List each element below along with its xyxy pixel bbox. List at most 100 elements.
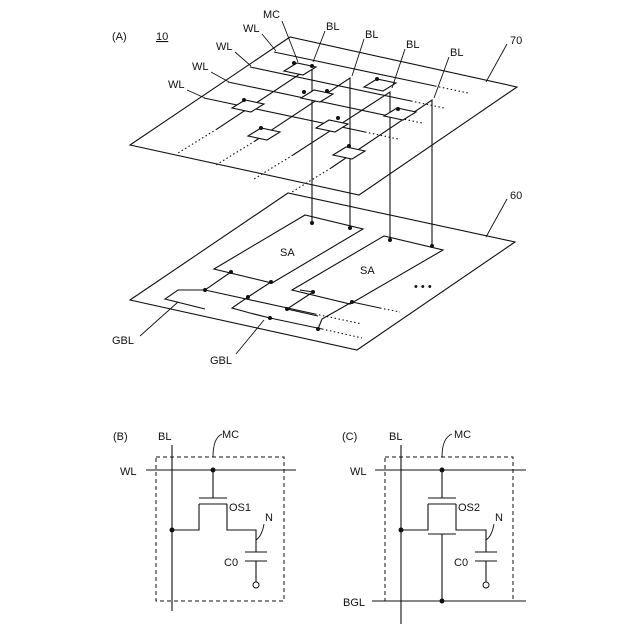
- junction-node: [229, 270, 233, 274]
- panel-a-label: (A): [112, 31, 127, 43]
- bl-label: BL: [450, 47, 463, 59]
- bit-line-continuation: [216, 141, 255, 165]
- panel-c: (C) BL MC WL OS2 N C0 BGL: [342, 429, 526, 624]
- memory-cell: [248, 128, 280, 140]
- junction-node: [350, 300, 354, 304]
- device-ref: 10: [156, 31, 168, 43]
- capacitor-label: C0: [454, 557, 468, 569]
- node-leader: [256, 524, 264, 540]
- global-bit-line: [165, 272, 231, 309]
- transistor-label: OS1: [229, 502, 251, 514]
- panel-c-label: (C): [342, 431, 357, 443]
- wl-leader: [211, 72, 229, 82]
- junction-node: [440, 599, 445, 604]
- word-line-continuation: [411, 101, 444, 108]
- capacitor-label: C0: [224, 557, 238, 569]
- global-bit-line: [352, 302, 380, 308]
- ellipsis: • • •: [414, 281, 432, 293]
- wl-leader: [235, 52, 251, 66]
- bl-label: BL: [389, 431, 402, 443]
- layer-70: [130, 37, 517, 195]
- memory-cell: [384, 108, 416, 120]
- junction-node: [269, 280, 273, 284]
- junction-node: [316, 327, 320, 331]
- global-bit-lines: [165, 270, 400, 338]
- wl-label: WL: [216, 41, 233, 53]
- panel-b-label: (B): [113, 431, 128, 443]
- wl-label: WL: [120, 466, 137, 478]
- gbl-leader: [140, 302, 178, 336]
- junction-node: [170, 528, 175, 533]
- junction-node: [336, 116, 340, 120]
- wl-label: WL: [243, 23, 260, 35]
- memory-cell-boundary: [385, 457, 513, 601]
- bit-line: [293, 92, 390, 240]
- node-leader: [486, 524, 494, 540]
- junction-node: [242, 98, 246, 102]
- junction-node: [396, 107, 400, 111]
- gbl-label: GBL: [210, 355, 232, 367]
- bl-leader: [434, 57, 449, 98]
- terminal: [253, 582, 259, 588]
- junction-node: [311, 290, 315, 294]
- panel-b: (B) BL MC WL OS1 N C0: [113, 429, 296, 611]
- terminal: [483, 582, 489, 588]
- layer-60-leader: [486, 199, 507, 237]
- junction-node: [325, 89, 329, 93]
- junction-node: [259, 126, 263, 130]
- junction-node: [292, 61, 296, 65]
- bgl-label: BGL: [343, 597, 365, 609]
- transistor-label: OS2: [458, 502, 480, 514]
- node-label: N: [495, 512, 503, 524]
- gbl-leader: [236, 320, 264, 354]
- junction-node: [268, 316, 272, 320]
- word-line-continuation: [365, 132, 398, 139]
- junction-node: [203, 288, 207, 292]
- mc-label: MC: [454, 429, 471, 441]
- junction-node: [388, 238, 392, 242]
- sa-label: SA: [280, 247, 295, 259]
- source-wire: [401, 504, 428, 530]
- global-bit-line: [270, 318, 322, 329]
- junction-node: [348, 226, 352, 230]
- wl-leader: [262, 34, 276, 51]
- layer-70-leader: [486, 44, 507, 82]
- bl-label: BL: [406, 39, 419, 51]
- wl-label: WL: [168, 79, 185, 91]
- layer-60-label: 60: [510, 190, 522, 202]
- word-line-continuation: [435, 86, 468, 93]
- junction-node: [285, 307, 289, 311]
- junction-node: [310, 64, 314, 68]
- wl-label: WL: [192, 61, 209, 73]
- bl-label: BL: [158, 431, 171, 443]
- source-wire: [172, 504, 199, 530]
- junction-node: [246, 295, 250, 299]
- mc-leader: [442, 434, 452, 457]
- sa-label: SA: [360, 265, 375, 277]
- gbl-label: GBL: [112, 335, 134, 347]
- memory-cell: [364, 79, 396, 91]
- junction-node: [310, 221, 314, 225]
- mc-label: MC: [222, 429, 239, 441]
- global-bit-line-continuation: [322, 329, 362, 338]
- bl-label: BL: [326, 21, 339, 33]
- memory-cell-boundary: [156, 457, 284, 601]
- wl-leader: [187, 90, 205, 98]
- top-labels: MC BL BL BL BL WL WL WL WL: [168, 9, 463, 98]
- junction-node: [347, 144, 351, 148]
- bit-line-continuation: [254, 155, 293, 179]
- junction-node: [399, 528, 404, 533]
- panel-a: (A) 10 70 60: [112, 9, 522, 367]
- bl-label: BL: [365, 29, 378, 41]
- layer-70-label: 70: [510, 35, 522, 47]
- mc-leader: [213, 434, 222, 457]
- memory-cells: [232, 63, 416, 159]
- junction-node: [302, 90, 306, 94]
- global-bit-line-continuation: [380, 308, 400, 312]
- junction-node: [430, 244, 434, 248]
- bl-leader: [313, 31, 325, 62]
- node-label: N: [265, 512, 273, 524]
- mc-label: MC: [263, 9, 280, 21]
- wl-label: WL: [350, 466, 367, 478]
